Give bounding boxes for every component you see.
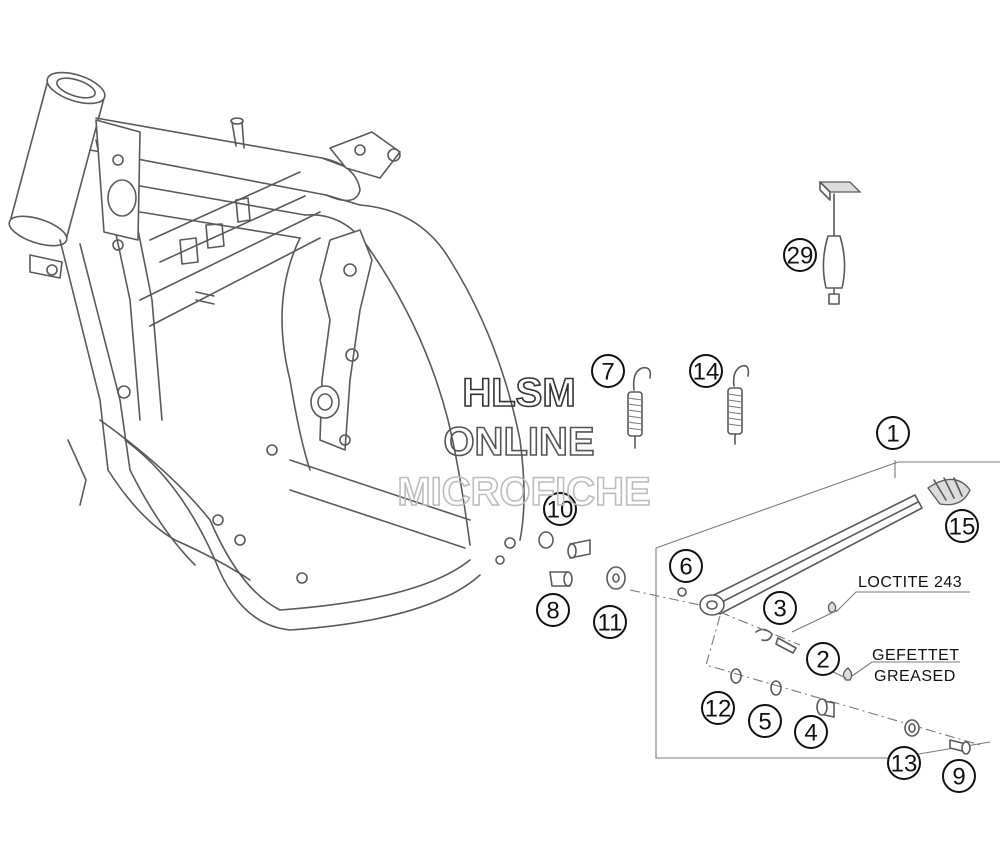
part-8-bushing <box>549 571 573 587</box>
callout-6: 6 <box>669 549 703 583</box>
callout-4: 4 <box>794 715 828 749</box>
watermark-line3: MICROFICHE <box>397 470 650 514</box>
part-14-spring <box>727 364 750 445</box>
steering-head-tube <box>8 71 106 247</box>
callout-3: 3 <box>763 591 797 625</box>
callout-9: 9 <box>942 759 976 793</box>
svg-text:13: 13 <box>891 751 918 778</box>
note-greased-en-text: GREASED <box>874 668 956 685</box>
callout-12: 12 <box>701 691 735 725</box>
callout-15: 15 <box>945 509 979 543</box>
watermark-line1: HLSM <box>462 371 575 415</box>
svg-text:11: 11 <box>598 610 623 637</box>
svg-text:9: 9 <box>952 764 965 791</box>
svg-text:1: 1 <box>886 421 899 448</box>
callout-13: 13 <box>887 746 921 780</box>
svg-text:6: 6 <box>679 554 692 581</box>
watermark: HLSM ONLINE MICROFICHE <box>397 370 652 515</box>
svg-text:12: 12 <box>705 696 732 723</box>
svg-text:4: 4 <box>804 720 817 747</box>
side-stand-assembly <box>629 460 1000 759</box>
note-greased: GEFETTET GREASED <box>872 647 960 685</box>
svg-text:10: 10 <box>547 497 574 524</box>
callout-29: 29 <box>783 238 817 272</box>
svg-text:29: 29 <box>787 243 814 270</box>
watermark-line2: ONLINE <box>443 420 594 464</box>
svg-text:7: 7 <box>601 359 614 386</box>
note-loctite-text: LOCTITE 243 <box>858 574 962 591</box>
note-greased-de-text: GEFETTET <box>872 647 960 664</box>
part-29-tool <box>818 181 862 305</box>
callout-14: 14 <box>689 354 723 388</box>
callout-8: 8 <box>536 593 570 627</box>
part-7-spring <box>627 366 652 449</box>
callout-2: 2 <box>806 642 840 676</box>
callout-5: 5 <box>748 704 782 738</box>
svg-text:8: 8 <box>546 598 559 625</box>
svg-text:2: 2 <box>816 647 829 674</box>
callout-11: 11 <box>593 605 627 639</box>
motorcycle-frame <box>8 71 525 631</box>
svg-text:15: 15 <box>949 514 976 541</box>
callout-1: 1 <box>876 416 910 450</box>
svg-text:3: 3 <box>773 596 786 623</box>
note-loctite: LOCTITE 243 <box>858 574 962 591</box>
part-11-washer <box>606 566 626 590</box>
part-10-parts <box>538 531 591 559</box>
svg-text:5: 5 <box>758 709 771 736</box>
svg-text:14: 14 <box>693 359 720 386</box>
callout-7: 7 <box>591 354 625 388</box>
callout-10: 10 <box>543 492 577 526</box>
